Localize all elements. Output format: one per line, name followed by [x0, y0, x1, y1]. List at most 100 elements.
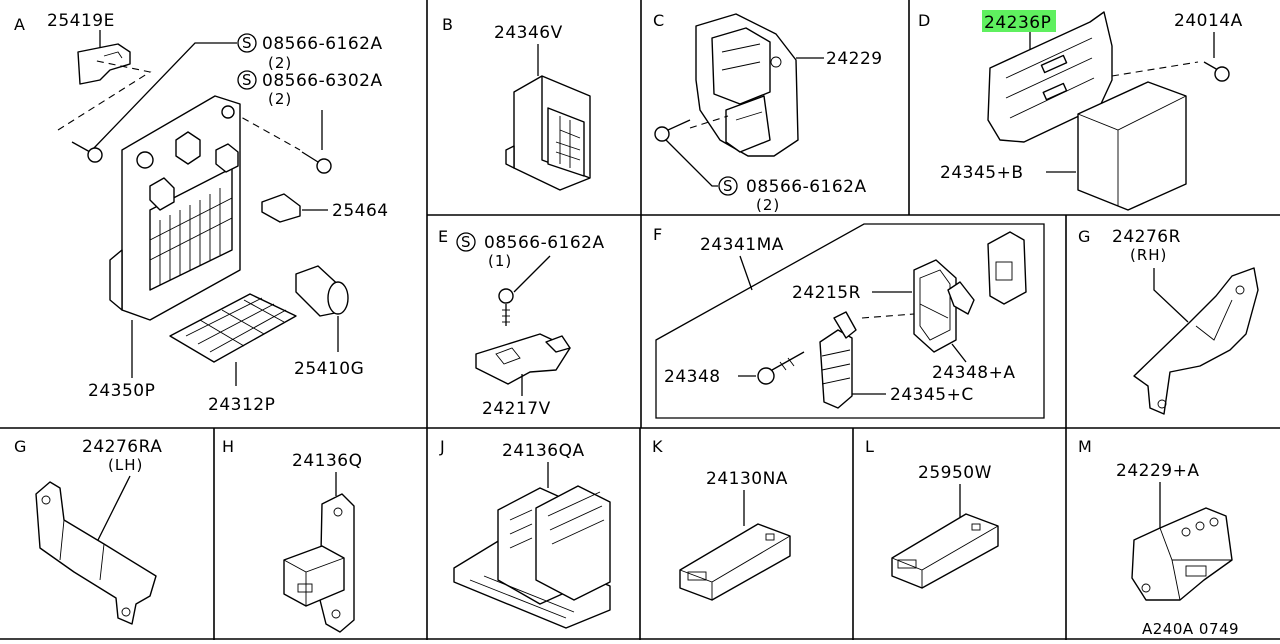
screw-part: [1203, 61, 1230, 82]
section-letter-e: E: [438, 227, 448, 246]
bracket-part: [453, 485, 611, 629]
bracket-part: [283, 493, 355, 633]
part-number-label[interactable]: 24345+C: [890, 385, 974, 405]
section-letter-a: A: [14, 15, 25, 34]
section-letter-l: L: [865, 437, 874, 456]
screw-symbol-icon: [456, 232, 476, 252]
fuse-part: [261, 193, 301, 223]
clip-part: [77, 43, 131, 85]
clip-part: [947, 281, 975, 315]
part-number-label[interactable]: 25950W: [918, 463, 992, 483]
section-f: F 24341MA 24215R 24348+A: [653, 223, 1045, 419]
part-number-label[interactable]: 24130NA: [706, 469, 788, 489]
boot-part: [819, 311, 857, 409]
part-number-label[interactable]: 24345+B: [940, 163, 1024, 183]
part-number-label[interactable]: 25464: [332, 201, 389, 221]
part-number-label[interactable]: 08566-6162A: [484, 233, 605, 253]
side-label: (RH): [1130, 246, 1167, 264]
part-number-label-highlighted[interactable]: 24236P: [984, 13, 1051, 33]
section-e: E S 08566-6162A (1) 24217V: [438, 227, 605, 419]
part-number-label[interactable]: 08566-6302A: [262, 71, 383, 91]
connector-part: [913, 259, 957, 353]
section-letter-m: M: [1078, 437, 1092, 456]
screw-part: [301, 151, 332, 174]
screw-symbol-letter: S: [242, 34, 252, 52]
part-number-label[interactable]: 08566-6162A: [746, 177, 867, 197]
screw-part: [757, 351, 805, 385]
part-number-label[interactable]: 24136QA: [502, 441, 585, 461]
relay-part: [295, 265, 349, 317]
screw-part: [654, 119, 691, 142]
quantity-label: (2): [756, 196, 780, 214]
part-number-label[interactable]: 24346V: [494, 23, 563, 43]
section-letter-b: B: [442, 15, 453, 34]
bracket-part: [1133, 267, 1259, 415]
cover-part: [169, 293, 297, 363]
bracket-part: [1131, 507, 1233, 601]
section-a: A 25419E S 08566-6162A (2) S 08566-6302A…: [14, 11, 389, 415]
section-letter-g: G: [14, 437, 26, 456]
connector-housing-part: [505, 75, 591, 191]
section-letter-d: D: [918, 11, 930, 30]
screw-part: [498, 288, 514, 326]
section-d: D 24236P 24014A 24345+B: [918, 10, 1243, 211]
part-number-label[interactable]: 24215R: [792, 283, 861, 303]
part-number-label[interactable]: 25410G: [294, 359, 364, 379]
terminal-part: [891, 513, 999, 589]
part-number-label[interactable]: 24312P: [208, 395, 275, 415]
terminal-part: [679, 523, 791, 601]
section-letter-k: K: [652, 437, 663, 456]
section-letter-c: C: [653, 11, 664, 30]
bracket-plate-part: [475, 333, 571, 385]
screw-symbol-letter: S: [461, 233, 471, 251]
section-c: C 24229 S 08566-6162A (2): [653, 11, 883, 214]
control-unit-part: [1077, 81, 1187, 211]
screw-part: [71, 141, 103, 163]
quantity-label: (2): [268, 54, 292, 72]
part-number-label[interactable]: 24229: [826, 49, 883, 69]
screw-symbol-letter: S: [242, 71, 252, 89]
part-number-label[interactable]: 24276RA: [82, 437, 162, 457]
section-l: L 25950W: [865, 437, 999, 589]
connector-part: [987, 231, 1027, 305]
section-m: M 24229+A: [1078, 437, 1233, 601]
quantity-label: (2): [268, 90, 292, 108]
fuse-block-part: [109, 95, 241, 321]
bracket-part: [35, 481, 157, 625]
section-k: K 24130NA: [652, 437, 791, 601]
diagram-reference-code: A240A 0749: [1142, 620, 1239, 638]
part-number-label[interactable]: 24348: [664, 367, 721, 387]
part-number-label[interactable]: 24014A: [1174, 11, 1243, 31]
side-label: (LH): [108, 456, 143, 474]
section-letter-j: J: [439, 437, 445, 456]
screw-symbol-icon: [237, 33, 257, 53]
highlight-marker: [982, 10, 1056, 32]
screw-symbol-letter: S: [723, 177, 733, 195]
bracket-plate-part: [987, 11, 1113, 143]
assembly-outline: [655, 223, 1045, 419]
screw-symbol-icon: [718, 176, 738, 196]
section-h: H 24136Q: [222, 437, 362, 633]
part-number-label[interactable]: 24136Q: [292, 451, 362, 471]
part-number-label[interactable]: 25419E: [47, 11, 115, 31]
section-letter-g: G: [1078, 227, 1090, 246]
part-number-label[interactable]: 24348+A: [932, 363, 1015, 383]
section-j: J 24136QA: [439, 437, 611, 629]
section-g-lh: G 24276RA (LH): [14, 437, 162, 625]
part-number-label[interactable]: 08566-6162A: [262, 34, 383, 54]
section-letter-h: H: [222, 437, 234, 456]
section-g-rh: G 24276R (RH): [1078, 227, 1259, 415]
part-number-label[interactable]: 24217V: [482, 399, 551, 419]
bracket-part: [695, 13, 799, 157]
part-number-label[interactable]: 24276R: [1112, 227, 1181, 247]
part-number-label[interactable]: 24350P: [88, 381, 155, 401]
section-letter-f: F: [653, 225, 662, 244]
part-number-label[interactable]: 24229+A: [1116, 461, 1199, 481]
section-b: B 24346V: [442, 15, 591, 191]
screw-symbol-icon: [237, 70, 257, 90]
part-number-label[interactable]: 24341MA: [700, 235, 784, 255]
quantity-label: (1): [488, 252, 512, 270]
